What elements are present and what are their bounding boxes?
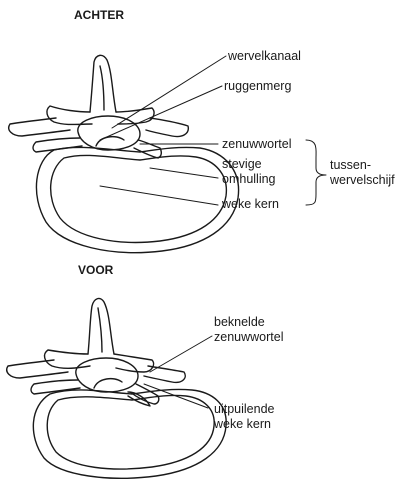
vertebra-top: [8, 54, 240, 254]
label-root: zenuwwortel: [222, 137, 292, 151]
disc-inner-top: [49, 154, 228, 244]
leaders-bottom: [143, 335, 213, 409]
nerve-root-left-top: [32, 137, 83, 153]
label-shell-line2: omhulling: [222, 172, 276, 186]
label-disc-line1: tussen-: [330, 158, 371, 172]
label-bulge-line1: uitpuilende: [214, 402, 275, 416]
lamina-left-top: [46, 105, 93, 126]
lamina-left-bottom: [43, 349, 91, 369]
spinous-process-bottom: [87, 297, 115, 355]
transverse-right-top: [145, 117, 189, 138]
label-bulge-line2: weke kern: [214, 417, 271, 431]
label-pinched-line1: beknelde: [214, 315, 265, 329]
spinal-cord-top: [77, 115, 141, 151]
label-shell-line1: stevige: [222, 157, 262, 171]
label-pinched-line2: zenuwwortel: [214, 330, 284, 344]
heading-back: ACHTER: [74, 8, 124, 22]
label-cord: ruggenmerg: [224, 79, 292, 93]
disc-inner-bottom: [46, 394, 215, 470]
leaders-top: [99, 55, 327, 206]
nerve-root-right-bottom: [129, 383, 160, 405]
spinal-cord-bottom: [75, 357, 139, 393]
transverse-left-top: [8, 117, 71, 137]
transverse-right-bottom: [143, 365, 186, 384]
heading-front: VOOR: [78, 263, 114, 277]
label-disc-line2: wervelschijf: [330, 173, 395, 187]
lamina-right-top: [115, 107, 155, 125]
disc-bracket: [305, 139, 327, 206]
transverse-left-bottom: [6, 359, 69, 379]
disc-outer-bottom: [32, 388, 227, 479]
label-core: weke kern: [222, 197, 279, 211]
spinous-process-top: [89, 54, 117, 113]
vertebra-bottom: [6, 297, 227, 479]
disc-outer-top: [35, 146, 240, 254]
bulging-nucleus: [127, 391, 151, 407]
lamina-right-bottom: [113, 353, 155, 373]
label-canal: wervelkanaal: [228, 49, 301, 63]
nerve-root-left-bottom: [30, 379, 81, 395]
